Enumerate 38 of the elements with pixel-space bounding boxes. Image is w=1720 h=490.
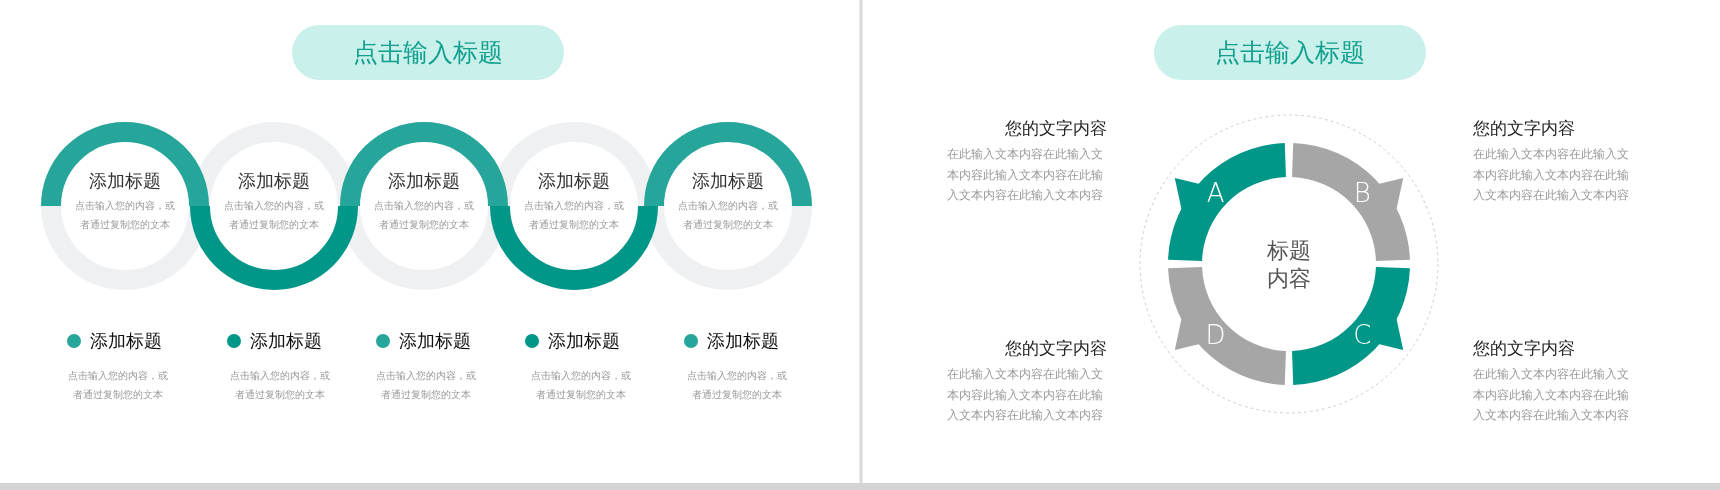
circle-heading: 添加标题 <box>387 169 461 193</box>
item-text: 点击输入您的内容，或者通过复制您的文本 <box>67 369 169 402</box>
item-text: 点击输入您的内容，或者通过复制您的文本 <box>530 369 632 402</box>
item-text: 点击输入您的内容，或者通过复制您的文本 <box>229 369 331 402</box>
text-paragraph: 在此输入文本内容在此输入文本内容此输入文本内容在此输入文本内容在此输入文本内容 <box>947 366 1104 424</box>
circle-heading: 添加标题 <box>88 169 162 193</box>
text-heading: 您的文字内容 <box>1004 337 1107 360</box>
circle-text: 点击输入您的内容，或者通过复制您的文本 <box>677 199 779 232</box>
circle-text: 点击输入您的内容，或者通过复制您的文本 <box>523 199 625 232</box>
circle-text: 点击输入您的内容，或者通过复制您的文本 <box>223 199 325 232</box>
item-text: 点击输入您的内容，或者通过复制您的文本 <box>375 369 477 402</box>
text-paragraph: 在此输入文本内容在此输入文本内容此输入文本内容在此输入文本内容在此输入文本内容 <box>1473 366 1630 424</box>
item-text: 点击输入您的内容，或者通过复制您的文本 <box>686 369 788 402</box>
text-heading: 您的文字内容 <box>1473 117 1576 140</box>
dashed-circle <box>1139 114 1439 414</box>
center-title: 标题内容 <box>1266 237 1312 293</box>
title-pill <box>292 25 564 80</box>
title-pill <box>1154 25 1426 80</box>
circle-text: 点击输入您的内容，或者通过复制您的文本 <box>74 199 176 232</box>
segment-letter: D <box>1204 318 1227 351</box>
circle-text: 点击输入您的内容，或者通过复制您的文本 <box>373 199 475 232</box>
item-heading: 添加标题 <box>399 329 471 353</box>
segment-letter: C <box>1352 318 1373 351</box>
text-paragraph: 在此输入文本内容在此输入文本内容此输入文本内容在此输入文本内容在此输入文本内容 <box>947 146 1104 204</box>
text-heading: 您的文字内容 <box>1473 337 1576 360</box>
item-heading: 添加标题 <box>90 329 162 353</box>
text-paragraph: 在此输入文本内容在此输入文本内容此输入文本内容在此输入文本内容在此输入文本内容 <box>1473 146 1630 204</box>
item-heading: 添加标题 <box>707 329 779 353</box>
text-heading: 您的文字内容 <box>1004 117 1107 140</box>
circle-heading: 添加标题 <box>237 169 311 193</box>
title-text: 点击输入标题 <box>353 37 503 69</box>
circle-heading: 添加标题 <box>537 169 611 193</box>
item-heading: 添加标题 <box>250 329 322 353</box>
circle-heading: 添加标题 <box>691 169 765 193</box>
item-heading: 添加标题 <box>548 329 620 353</box>
title-text: 点击输入标题 <box>1215 37 1365 69</box>
segment-letter: A <box>1205 177 1226 210</box>
segment-letter: B <box>1352 177 1372 210</box>
